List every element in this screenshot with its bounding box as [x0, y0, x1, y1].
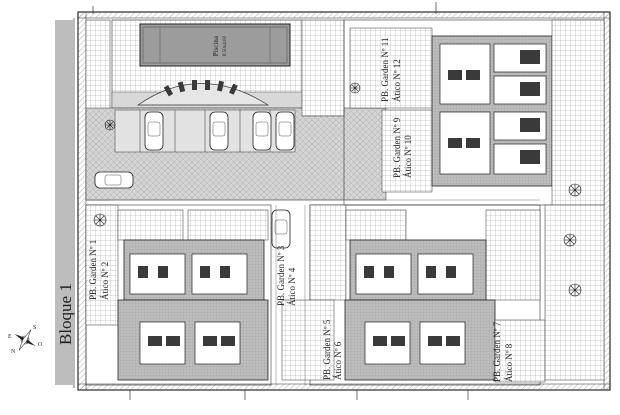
unit-label-10: Ático Nº 10: [403, 135, 413, 178]
pool-label: Piscina: [212, 35, 220, 56]
garden-3: [309, 204, 347, 301]
cars: [94, 111, 337, 249]
pool: [139, 23, 291, 67]
unit-label-3: PB. Garden Nº 3: [276, 245, 286, 306]
unit-label-9: PB. Garden Nº 9: [392, 117, 402, 178]
street-strip: [55, 20, 73, 385]
west-wall: [77, 11, 87, 391]
north-wall: [77, 11, 611, 19]
compass-o: O: [38, 342, 43, 348]
compass-e: E: [8, 334, 12, 340]
compass-n: N: [11, 349, 16, 355]
garden-9: [381, 109, 433, 193]
garden-7: [485, 209, 541, 301]
unit-label-11: PB. Garden Nº 11: [380, 38, 390, 102]
unit-label-1: PB. Garden Nº 1: [88, 240, 98, 300]
garden-8: [494, 319, 546, 383]
boundary-ticks: [92, 2, 469, 400]
unit-label-4: Ático Nº 4: [287, 267, 297, 306]
unit-label-2: Ático Nº 2: [100, 262, 110, 300]
palm-trees: [93, 82, 582, 297]
north-grid-area: [301, 19, 345, 117]
compass-s: S: [33, 325, 36, 331]
garden-11: [349, 27, 433, 109]
block-title: Bloque 1: [56, 283, 75, 345]
unit-label-12: Ático Nº 12: [392, 59, 402, 102]
east-wall: [603, 11, 611, 391]
walkways: [86, 199, 540, 385]
garden-1: [85, 204, 119, 326]
south-east-garden: [544, 204, 605, 381]
compass-rose: S N E O: [8, 325, 43, 355]
sun-loungers: [163, 80, 238, 97]
unit-label-8: Ático Nº 8: [504, 343, 514, 382]
unit-label-7: PB. Garden Nº 7: [492, 321, 502, 382]
east-garden-strip: [551, 19, 605, 206]
unit-label-6: Ático Nº 6: [333, 341, 343, 380]
units-9-12-furniture: [448, 50, 540, 164]
unit-label-5: PB. Garden Nº 5: [322, 319, 332, 380]
pool-size: 8.50x4.00: [223, 36, 228, 57]
garden-5: [281, 299, 335, 381]
